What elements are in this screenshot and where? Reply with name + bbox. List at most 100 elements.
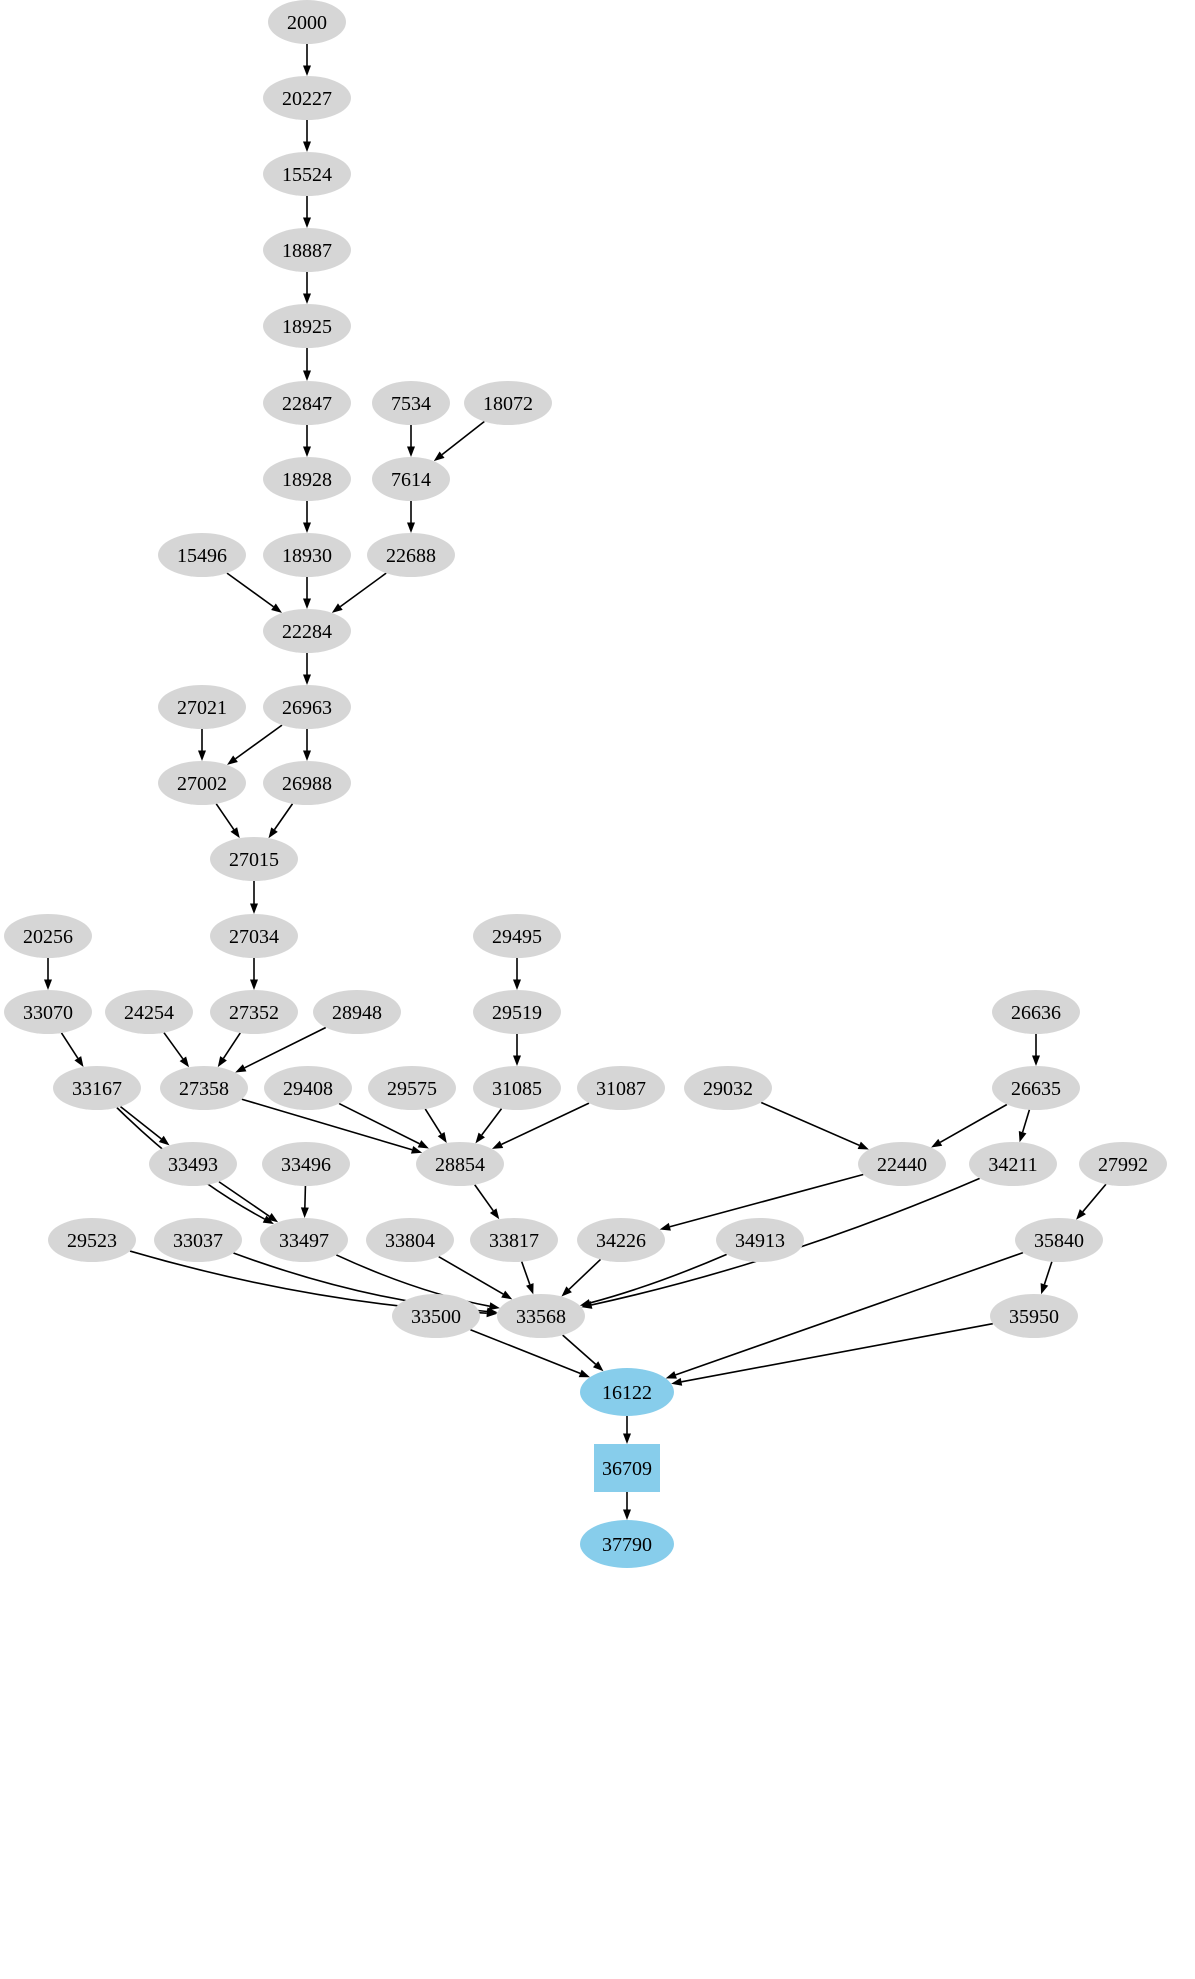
node-ellipse-shape[interactable]: [992, 990, 1080, 1034]
node-ellipse-shape[interactable]: [264, 1066, 352, 1110]
node-ellipse-shape[interactable]: [580, 1520, 674, 1568]
graph-node[interactable]: 26963: [263, 685, 351, 729]
graph-node[interactable]: 29495: [473, 914, 561, 958]
graph-node[interactable]: 7534: [372, 381, 450, 425]
node-ellipse-shape[interactable]: [263, 228, 351, 272]
node-ellipse-shape[interactable]: [473, 914, 561, 958]
node-ellipse-shape[interactable]: [858, 1142, 946, 1186]
graph-node[interactable]: 27352: [210, 990, 298, 1034]
graph-node[interactable]: 33496: [262, 1142, 350, 1186]
node-ellipse-shape[interactable]: [260, 1218, 348, 1262]
node-ellipse-shape[interactable]: [969, 1142, 1057, 1186]
node-ellipse-shape[interactable]: [210, 914, 298, 958]
graph-node[interactable]: 29575: [368, 1066, 456, 1110]
node-ellipse-shape[interactable]: [464, 381, 552, 425]
graph-node[interactable]: 34913: [716, 1218, 804, 1262]
graph-node[interactable]: 27002: [158, 761, 246, 805]
graph-node[interactable]: 27034: [210, 914, 298, 958]
node-ellipse-shape[interactable]: [263, 457, 351, 501]
graph-node[interactable]: 18072: [464, 381, 552, 425]
node-ellipse-shape[interactable]: [1015, 1218, 1103, 1262]
node-ellipse-shape[interactable]: [392, 1294, 480, 1338]
node-ellipse-shape[interactable]: [416, 1142, 504, 1186]
graph-node[interactable]: 22688: [367, 533, 455, 577]
node-ellipse-shape[interactable]: [263, 761, 351, 805]
node-ellipse-shape[interactable]: [210, 837, 298, 881]
graph-node[interactable]: 27358: [160, 1066, 248, 1110]
node-ellipse-shape[interactable]: [263, 76, 351, 120]
graph-node[interactable]: 27015: [210, 837, 298, 881]
graph-node[interactable]: 22440: [858, 1142, 946, 1186]
node-ellipse-shape[interactable]: [263, 533, 351, 577]
graph-node[interactable]: 33497: [260, 1218, 348, 1262]
graph-node[interactable]: 33493: [149, 1142, 237, 1186]
graph-node[interactable]: 20227: [263, 76, 351, 120]
node-ellipse-shape[interactable]: [268, 0, 346, 44]
node-ellipse-shape[interactable]: [313, 990, 401, 1034]
graph-node[interactable]: 34226: [577, 1218, 665, 1262]
node-ellipse-shape[interactable]: [990, 1294, 1078, 1338]
node-ellipse-shape[interactable]: [263, 381, 351, 425]
graph-node[interactable]: 33037: [154, 1218, 242, 1262]
graph-node[interactable]: 22847: [263, 381, 351, 425]
node-ellipse-shape[interactable]: [577, 1066, 665, 1110]
graph-node[interactable]: 22284: [263, 609, 351, 653]
graph-node[interactable]: 33804: [366, 1218, 454, 1262]
node-ellipse-shape[interactable]: [263, 304, 351, 348]
graph-node[interactable]: 15524: [263, 152, 351, 196]
node-ellipse-shape[interactable]: [684, 1066, 772, 1110]
graph-node[interactable]: 29032: [684, 1066, 772, 1110]
graph-node[interactable]: 33568: [497, 1294, 585, 1338]
graph-node[interactable]: 28854: [416, 1142, 504, 1186]
node-ellipse-shape[interactable]: [158, 533, 246, 577]
node-ellipse-shape[interactable]: [992, 1066, 1080, 1110]
node-ellipse-shape[interactable]: [470, 1218, 558, 1262]
node-ellipse-shape[interactable]: [160, 1066, 248, 1110]
node-ellipse-shape[interactable]: [368, 1066, 456, 1110]
graph-node[interactable]: 28948: [313, 990, 401, 1034]
node-ellipse-shape[interactable]: [158, 761, 246, 805]
graph-node[interactable]: 20256: [4, 914, 92, 958]
node-ellipse-shape[interactable]: [473, 1066, 561, 1110]
graph-node[interactable]: 29523: [48, 1218, 136, 1262]
node-ellipse-shape[interactable]: [105, 990, 193, 1034]
node-ellipse-shape[interactable]: [372, 457, 450, 501]
graph-node[interactable]: 37790: [580, 1520, 674, 1568]
graph-node[interactable]: 34211: [969, 1142, 1057, 1186]
graph-node[interactable]: 16122: [580, 1368, 674, 1416]
graph-node[interactable]: 18928: [263, 457, 351, 501]
node-ellipse-shape[interactable]: [372, 381, 450, 425]
node-ellipse-shape[interactable]: [53, 1066, 141, 1110]
node-ellipse-shape[interactable]: [473, 990, 561, 1034]
node-ellipse-shape[interactable]: [580, 1368, 674, 1416]
graph-node[interactable]: 7614: [372, 457, 450, 501]
graph-node[interactable]: 18925: [263, 304, 351, 348]
node-ellipse-shape[interactable]: [263, 609, 351, 653]
graph-node[interactable]: 31085: [473, 1066, 561, 1110]
node-ellipse-shape[interactable]: [367, 533, 455, 577]
graph-node[interactable]: 33500: [392, 1294, 480, 1338]
graph-node[interactable]: 27021: [158, 685, 246, 729]
node-ellipse-shape[interactable]: [263, 685, 351, 729]
graph-node[interactable]: 31087: [577, 1066, 665, 1110]
node-ellipse-shape[interactable]: [366, 1218, 454, 1262]
graph-node[interactable]: 27992: [1079, 1142, 1167, 1186]
graph-node[interactable]: 29408: [264, 1066, 352, 1110]
graph-node[interactable]: 35840: [1015, 1218, 1103, 1262]
node-ellipse-shape[interactable]: [158, 685, 246, 729]
graph-node[interactable]: 26635: [992, 1066, 1080, 1110]
graph-node[interactable]: 33167: [53, 1066, 141, 1110]
node-ellipse-shape[interactable]: [262, 1142, 350, 1186]
node-ellipse-shape[interactable]: [716, 1218, 804, 1262]
graph-node[interactable]: 26988: [263, 761, 351, 805]
node-ellipse-shape[interactable]: [263, 152, 351, 196]
graph-node[interactable]: 33070: [4, 990, 92, 1034]
graph-node[interactable]: 35950: [990, 1294, 1078, 1338]
graph-node[interactable]: 29519: [473, 990, 561, 1034]
graph-node[interactable]: 18887: [263, 228, 351, 272]
graph-node[interactable]: 18930: [263, 533, 351, 577]
graph-node[interactable]: 33817: [470, 1218, 558, 1262]
node-ellipse-shape[interactable]: [154, 1218, 242, 1262]
node-ellipse-shape[interactable]: [577, 1218, 665, 1262]
graph-node[interactable]: 2000: [268, 0, 346, 44]
